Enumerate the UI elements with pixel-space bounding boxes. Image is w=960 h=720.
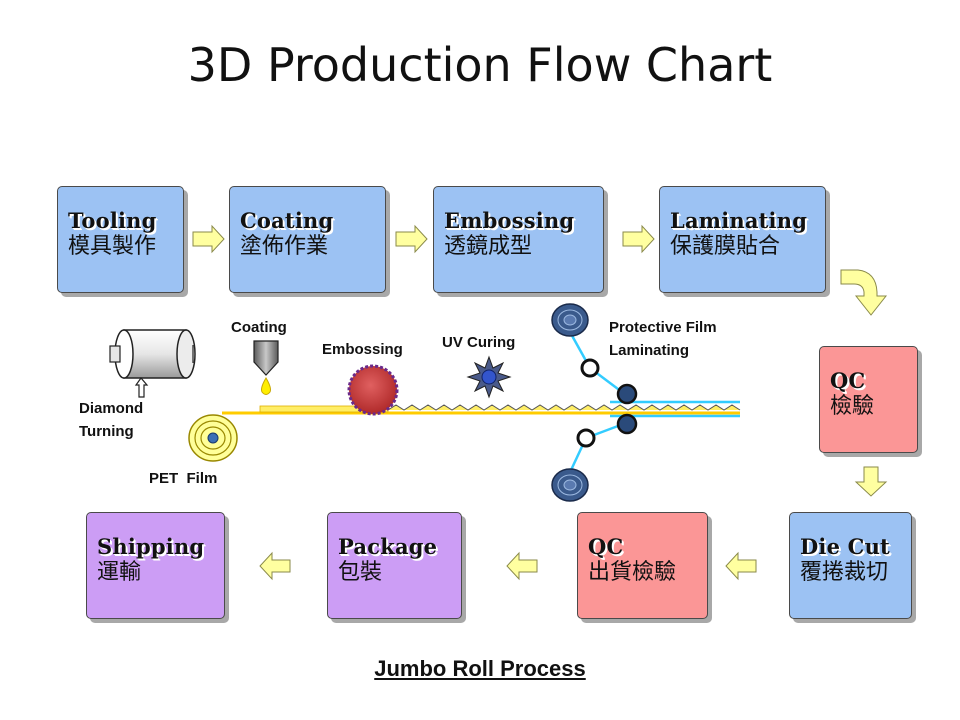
guide-roller-top-icon <box>580 358 600 378</box>
pet-film-roll-icon <box>188 414 238 462</box>
step-laminating: Laminating 保護膜貼合 <box>659 186 826 293</box>
flow-arrow-diecut-qc2 <box>725 551 757 581</box>
embossing-roller-icon <box>347 364 399 416</box>
step-package-en: Package <box>338 534 438 559</box>
step-coating-zh: 塗佈作業 <box>240 234 329 259</box>
step-embossing-zh: 透鏡成型 <box>444 234 533 259</box>
step-die-cut: Die Cut 覆捲裁切 <box>789 512 912 619</box>
step-die-cut-en: Die Cut <box>800 534 890 559</box>
step-tooling: Tooling 模具製作 <box>57 186 184 293</box>
step-tooling-en: Tooling <box>68 208 157 233</box>
step-qc-shipping-inspection: QC 出貨檢驗 <box>577 512 708 619</box>
flow-arrow-qc-diecut <box>854 466 888 497</box>
diamond-turning-drum-icon <box>109 329 196 398</box>
coating-nozzle-icon <box>253 340 279 395</box>
flow-arrow-coating-embossing <box>395 224 428 254</box>
uv-curing-light-icon <box>466 355 512 399</box>
step-qc-inspection-zh: 檢驗 <box>830 394 875 419</box>
page-title: 3D Production Flow Chart <box>187 38 773 92</box>
embossed-lens-pattern <box>387 404 741 411</box>
step-coating-en: Coating <box>240 208 334 233</box>
step-embossing: Embossing 透鏡成型 <box>433 186 604 293</box>
step-package: Package 包裝 <box>327 512 462 619</box>
step-coating: Coating 塗佈作業 <box>229 186 386 293</box>
label-turning: Turning <box>79 423 134 440</box>
step-shipping: Shipping 運輸 <box>86 512 225 619</box>
flow-arrow-tooling-coating <box>192 224 225 254</box>
step-die-cut-zh: 覆捲裁切 <box>800 560 889 585</box>
label-pet-film: PET Film <box>149 470 218 487</box>
nip-roller-bottom-icon <box>616 413 638 435</box>
label-coating: Coating <box>231 319 287 336</box>
caption: Jumbo Roll Process <box>0 656 960 682</box>
step-package-zh: 包裝 <box>338 560 383 585</box>
step-qc-inspection-en: QC <box>830 368 866 393</box>
step-shipping-zh: 運輸 <box>97 560 142 585</box>
caption-text: Jumbo Roll Process <box>374 656 586 681</box>
protective-film-roll-bottom-icon <box>551 468 589 502</box>
label-embossing: Embossing <box>322 341 403 358</box>
label-protective-film: Protective Film <box>609 319 717 336</box>
label-uv-curing: UV Curing <box>442 334 516 351</box>
nip-roller-top-icon <box>616 383 638 405</box>
step-qc-shipping-inspection-zh: 出貨檢驗 <box>588 560 677 585</box>
label-laminating: Laminating <box>609 342 690 359</box>
flow-arrow-qc2-package <box>506 551 538 581</box>
step-shipping-en: Shipping <box>97 534 205 559</box>
flow-arrow-embossing-laminating <box>622 224 655 254</box>
flow-arrow-laminating-qc <box>840 269 888 316</box>
flow-arrow-package-shipping <box>259 551 291 581</box>
step-laminating-zh: 保護膜貼合 <box>670 234 781 259</box>
step-tooling-zh: 模具製作 <box>68 234 157 259</box>
guide-roller-bottom-icon <box>576 428 596 448</box>
step-qc-shipping-inspection-en: QC <box>588 534 624 559</box>
label-diamond: Diamond <box>79 400 144 417</box>
step-embossing-en: Embossing <box>444 208 575 233</box>
step-laminating-en: Laminating <box>670 208 808 233</box>
protective-film-roll-top-icon <box>551 303 589 337</box>
step-qc-inspection: QC 檢驗 <box>819 346 918 453</box>
